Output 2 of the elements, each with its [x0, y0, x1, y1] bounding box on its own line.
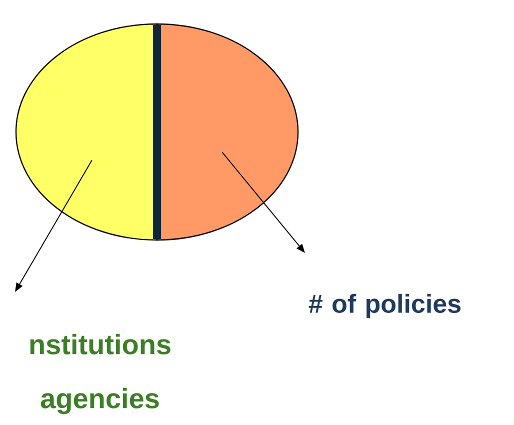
category-label: # of policies: [308, 294, 460, 318]
category-label: nstitutions agencies: [30, 334, 170, 414]
